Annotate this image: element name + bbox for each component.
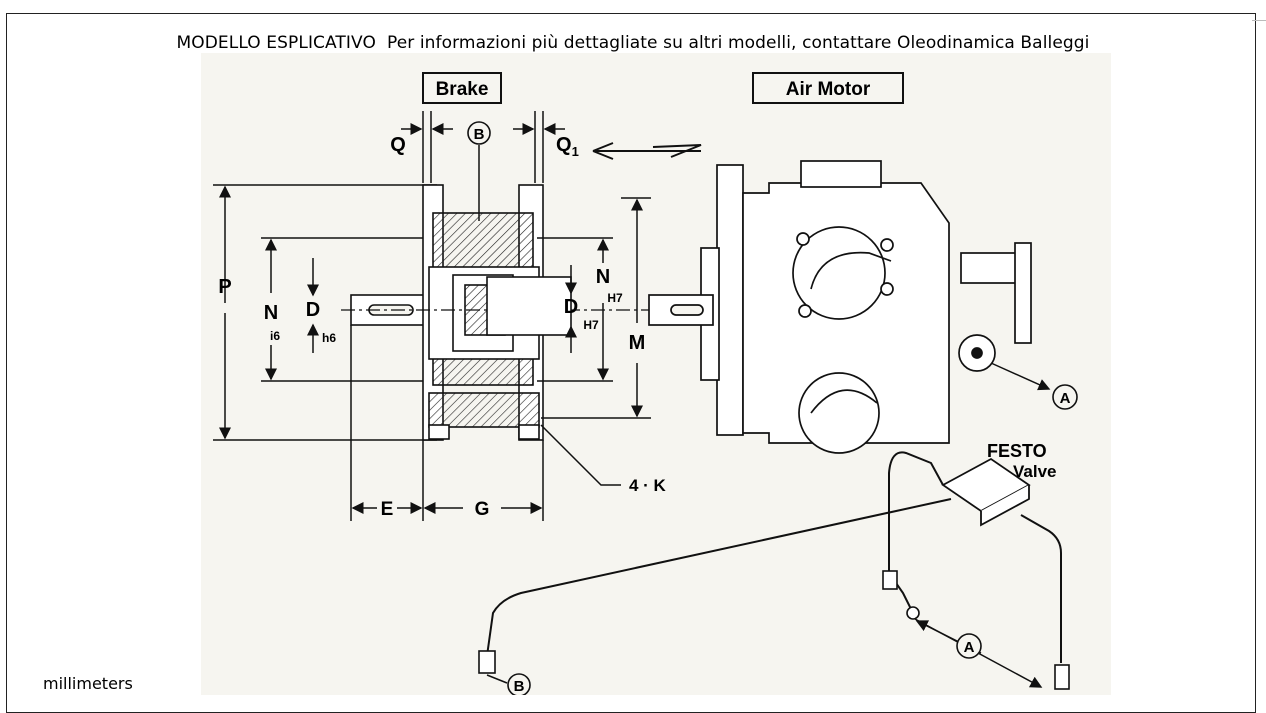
header-text: MODELLO ESPLICATIVO Per informazioni più… [176,33,1090,53]
festo-label: FESTO [987,441,1047,461]
n-left-label: N [264,302,278,324]
n-right-label: N [596,266,610,288]
k-label: 4 · K [629,476,667,495]
festo-valve [941,457,1031,527]
d-left-label: D [306,299,320,321]
h7-d-label: H7 [583,318,599,332]
drawing-paper [201,53,1111,695]
q1-dimension [513,111,565,183]
p-dimension [213,184,437,441]
brake-title-box: Brake [422,72,502,104]
a-label-top: A [1060,390,1071,407]
q-dimension [401,111,453,183]
b-label-top: B [474,126,485,143]
h7-n-label: H7 [607,291,623,305]
air-motor-body [648,160,1032,454]
air-motor-label: Air Motor [786,79,871,100]
b-callout-bottom: B [507,673,531,695]
valve-label: Valve [1013,462,1057,481]
h6-label: h6 [322,331,336,345]
b-leader-bottom [486,674,508,684]
e-label: E [381,499,394,520]
n-right-dimension [537,237,613,382]
right-bore [486,276,572,336]
e-g-dimensions [350,325,544,521]
q1-label: Q1 [556,134,579,159]
p-label: P [218,276,231,298]
air-motor-title-box: Air Motor [752,72,904,104]
b-callout-top: B [467,121,491,221]
brake-label: Brake [436,79,489,100]
tube-fittings [478,570,1070,690]
b-label-bottom: B [514,678,525,695]
q-label: Q [390,134,406,156]
a-leader [990,362,1051,391]
d-right-label: D [564,296,578,318]
i6-label: i6 [270,329,280,343]
n-left-dimension [261,237,437,382]
a-callout-top: A [1052,384,1078,410]
a-callout-bottom: A [956,633,982,659]
g-label: G [475,499,490,520]
k-leader [540,424,621,486]
corner-mark [1252,0,1266,21]
m-dimension [541,197,651,419]
direction-arrow [592,142,702,160]
technical-drawing: Brake Air Motor Q Q1 B P [201,53,1111,695]
a-label-bottom: A [964,639,975,656]
m-label: M [629,332,646,354]
unit-note: millimeters [43,674,133,693]
